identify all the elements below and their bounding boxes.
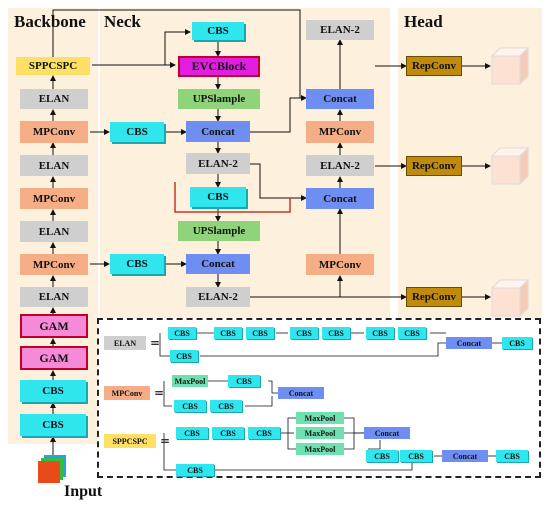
neck-right-mpconv-1: MPConv	[306, 121, 374, 143]
legend-mpconv-cbs-3: CBS	[210, 400, 242, 412]
legend-sppcspc-cbs-7: CBS	[176, 464, 214, 476]
output-cubes	[490, 46, 530, 318]
legend-elan-cbs-8: CBS	[170, 350, 198, 362]
backbone-mpconv-3: MPConv	[20, 254, 88, 275]
backbone-mpconv-2: MPConv	[20, 188, 88, 209]
neck-upsample-1: UPSlample	[178, 89, 260, 109]
backbone-mpconv-1: MPConv	[20, 121, 88, 143]
neck-concat-2: Concat	[186, 254, 250, 274]
legend-mpconv-cbs-2: CBS	[174, 400, 206, 412]
legend-elan-cbs-9: CBS	[502, 337, 532, 349]
backbone-gam-2: GAM	[20, 346, 88, 370]
legend-sppcspc-label: SPPCSPC	[104, 434, 156, 448]
legend-frame	[97, 318, 541, 478]
legend-elan-concat: Concat	[446, 337, 492, 349]
neck-side-cbs-1: CBS	[110, 122, 164, 142]
neck-right-elan2-mid: ELAN-2	[306, 155, 374, 176]
neck-evcblock: EVCBlock	[178, 56, 260, 77]
legend-mpconv-label: MPConv	[104, 386, 150, 400]
backbone-cbs-2: CBS	[20, 414, 86, 436]
legend-sppcspc-cbs-2: CBS	[212, 427, 244, 439]
backbone-title: Backbone	[14, 12, 86, 31]
neck-title: Neck	[104, 12, 141, 31]
backbone-elan-4: ELAN	[20, 287, 88, 307]
legend-elan-label: ELAN	[104, 336, 146, 350]
neck-right-mpconv-2: MPConv	[306, 254, 374, 275]
legend-elan-cbs-3: CBS	[246, 327, 274, 339]
legend-sppcspc-cbs-6: CBS	[496, 450, 528, 462]
legend-elan-cbs-2: CBS	[214, 327, 242, 339]
legend-sppcspc-cbs-1: CBS	[176, 427, 208, 439]
input-image-icon	[38, 455, 66, 483]
neck-right-elan2-top: ELAN-2	[306, 20, 374, 40]
legend-mpconv-concat: Concat	[278, 387, 324, 399]
legend-elan-cbs-7: CBS	[398, 327, 426, 339]
legend-sppcspc-concat-2: Concat	[442, 450, 488, 462]
neck-right-concat-top: Concat	[306, 89, 374, 109]
input-label: Input	[64, 483, 103, 500]
neck-upsample-2: UPSlample	[178, 221, 260, 241]
legend-elan-eq: =	[150, 336, 161, 350]
backbone-elan-3: ELAN	[20, 221, 88, 242]
legend-sppcspc-cbs-4: CBS	[366, 450, 398, 462]
neck-right-concat-mid: Concat	[306, 188, 374, 209]
legend-elan-cbs-6: CBS	[366, 327, 394, 339]
head-repconv-3: RepConv	[406, 287, 462, 307]
legend-sppcspc-concat-1: Concat	[364, 427, 410, 439]
legend-elan-cbs-5: CBS	[322, 327, 350, 339]
neck-side-cbs-2: CBS	[110, 254, 164, 274]
legend-mpconv-maxpool: MaxPool	[172, 375, 208, 387]
neck-elan2-2: ELAN-2	[186, 287, 250, 307]
legend-elan-cbs-1: CBS	[168, 327, 196, 339]
head-repconv-2: RepConv	[406, 156, 462, 176]
legend-sppcspc-maxpool-2: MaxPool	[296, 427, 344, 439]
backbone-sppcspc: SPPCSPC	[16, 57, 90, 75]
legend-sppcspc-cbs-5: CBS	[400, 450, 432, 462]
head-repconv-1: RepConv	[406, 56, 462, 76]
backbone-gam-1: GAM	[20, 314, 88, 338]
head-title: Head	[404, 12, 443, 31]
legend-sppcspc-cbs-3: CBS	[248, 427, 280, 439]
legend-sppcspc-maxpool-1: MaxPool	[296, 412, 344, 424]
backbone-elan-1: ELAN	[20, 89, 88, 109]
legend-elan-cbs-4: CBS	[290, 327, 318, 339]
neck-cbs-top: CBS	[192, 22, 244, 40]
backbone-elan-2: ELAN	[20, 155, 88, 176]
legend-sppcspc-eq: =	[160, 434, 171, 448]
legend-mpconv-cbs-1: CBS	[228, 375, 260, 387]
backbone-cbs-1: CBS	[20, 380, 86, 402]
neck-concat-1: Concat	[186, 121, 250, 142]
legend-mpconv-eq: =	[154, 386, 165, 400]
neck-elan2-1: ELAN-2	[186, 153, 250, 174]
legend-sppcspc-maxpool-3: MaxPool	[296, 443, 344, 455]
neck-cbs-mid: CBS	[190, 187, 246, 207]
